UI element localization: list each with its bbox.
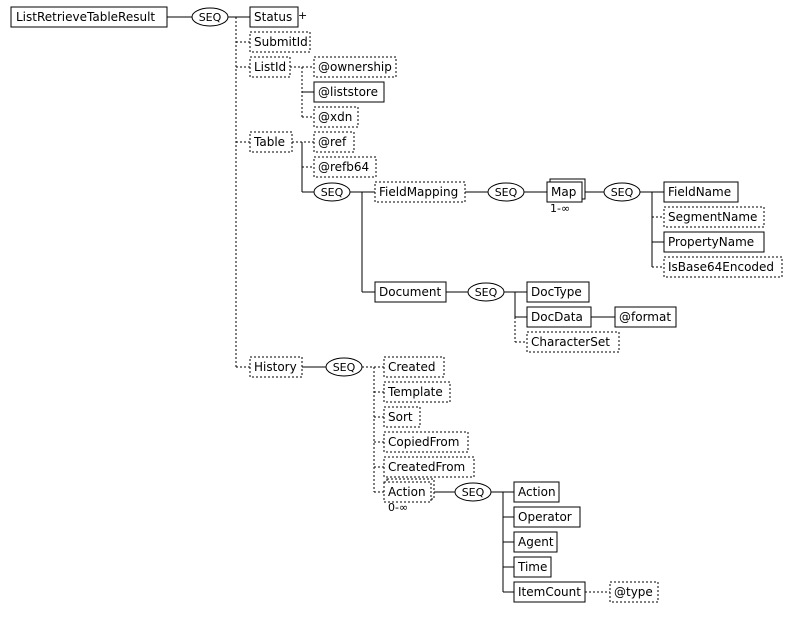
node-copied-from-label: CopiedFrom [388, 435, 459, 449]
node-time[interactable]: Time [513, 556, 552, 578]
node-is-base64-encoded[interactable]: IsBase64Encoded [663, 256, 783, 278]
node-status[interactable]: Status + [249, 6, 307, 28]
seq-label: SEQ [321, 186, 344, 199]
node-list-id[interactable]: ListId [249, 56, 291, 78]
node-map-label: Map [551, 185, 576, 199]
node-attr-ownership[interactable]: @ownership [313, 56, 397, 78]
node-segment-name[interactable]: SegmentName [663, 206, 765, 228]
node-table-label: Table [253, 135, 285, 149]
node-sort[interactable]: Sort [383, 406, 421, 428]
node-document-label: Document [379, 285, 441, 299]
node-attr-liststore[interactable]: @liststore [313, 81, 385, 103]
node-history[interactable]: History [249, 356, 303, 378]
node-attr-type[interactable]: @type [609, 581, 659, 603]
node-action-group-label: Action [388, 485, 426, 499]
node-document[interactable]: Document [374, 281, 447, 303]
node-segment-name-label: SegmentName [668, 210, 757, 224]
node-sort-label: Sort [388, 410, 413, 424]
node-action-label: Action [518, 485, 556, 499]
node-attr-liststore-label: @liststore [318, 85, 378, 99]
seq-connector-field-mapping: SEQ [487, 182, 525, 202]
seq-connector-action: SEQ [454, 482, 492, 502]
node-property-name[interactable]: PropertyName [663, 231, 765, 253]
node-operator-label: Operator [518, 510, 572, 524]
node-created-label: Created [388, 360, 436, 374]
node-attr-refb64-label: @refb64 [318, 160, 369, 174]
node-table[interactable]: Table [249, 131, 293, 153]
node-map[interactable]: Map 1-∞ [546, 178, 586, 215]
seq-label: SEQ [495, 186, 518, 199]
node-property-name-label: PropertyName [668, 235, 754, 249]
node-root[interactable]: ListRetrieveTableResult [10, 6, 168, 28]
node-attr-xdn[interactable]: @xdn [313, 106, 359, 128]
node-attr-format[interactable]: @format [614, 306, 677, 328]
node-list-id-label: ListId [254, 60, 286, 74]
node-attr-ref-label: @ref [318, 135, 347, 149]
node-template-label: Template [387, 385, 443, 399]
node-root-label: ListRetrieveTableResult [16, 10, 155, 24]
node-attr-ownership-label: @ownership [318, 60, 392, 74]
node-submit-id[interactable]: SubmitId [249, 31, 311, 53]
node-field-name[interactable]: FieldName [663, 181, 739, 203]
node-doc-type[interactable]: DocType [526, 281, 590, 303]
node-field-name-label: FieldName [668, 185, 731, 199]
node-agent[interactable]: Agent [513, 531, 558, 553]
node-field-mapping-label: FieldMapping [379, 185, 458, 199]
node-attr-format-label: @format [619, 310, 671, 324]
node-attr-xdn-label: @xdn [318, 110, 352, 124]
node-agent-label: Agent [518, 535, 554, 549]
node-doc-data[interactable]: DocData [526, 306, 592, 328]
node-action[interactable]: Action [513, 481, 560, 503]
connector-lines [167, 16, 664, 593]
node-attr-refb64[interactable]: @refb64 [313, 156, 377, 178]
seq-label: SEQ [462, 486, 485, 499]
seq-label: SEQ [475, 286, 498, 299]
node-action-occurs: 0-∞ [388, 501, 408, 514]
node-item-count[interactable]: ItemCount [513, 581, 586, 603]
node-history-label: History [254, 360, 297, 374]
node-character-set-label: CharacterSet [531, 335, 610, 349]
node-action-group[interactable]: Action 0-∞ [383, 478, 435, 514]
node-attr-type-label: @type [614, 585, 653, 599]
seq-label: SEQ [333, 361, 356, 374]
node-operator[interactable]: Operator [513, 506, 581, 528]
node-field-mapping[interactable]: FieldMapping [374, 181, 466, 203]
node-created-from-label: CreatedFrom [388, 460, 465, 474]
node-character-set[interactable]: CharacterSet [526, 331, 620, 353]
node-copied-from[interactable]: CopiedFrom [383, 431, 469, 453]
seq-connector-map: SEQ [603, 182, 641, 202]
seq-label: SEQ [611, 186, 634, 199]
node-doc-data-label: DocData [531, 310, 583, 324]
node-time-label: Time [517, 560, 547, 574]
node-submit-id-label: SubmitId [254, 35, 308, 49]
node-status-label: Status [254, 10, 292, 24]
seq-connector-document: SEQ [467, 282, 505, 302]
seq-connector-root: SEQ [191, 7, 229, 27]
node-doc-type-label: DocType [531, 285, 582, 299]
seq-connector-history: SEQ [325, 357, 363, 377]
node-created-from[interactable]: CreatedFrom [383, 456, 475, 478]
seq-label: SEQ [199, 11, 222, 24]
node-map-occurs: 1-∞ [550, 202, 570, 215]
expand-plus-icon: + [298, 9, 307, 22]
node-item-count-label: ItemCount [518, 585, 581, 599]
node-is-base64-encoded-label: IsBase64Encoded [668, 260, 774, 274]
node-template[interactable]: Template [383, 381, 451, 403]
node-created[interactable]: Created [383, 356, 445, 378]
seq-connector-table: SEQ [313, 182, 351, 202]
node-attr-ref[interactable]: @ref [313, 131, 355, 153]
